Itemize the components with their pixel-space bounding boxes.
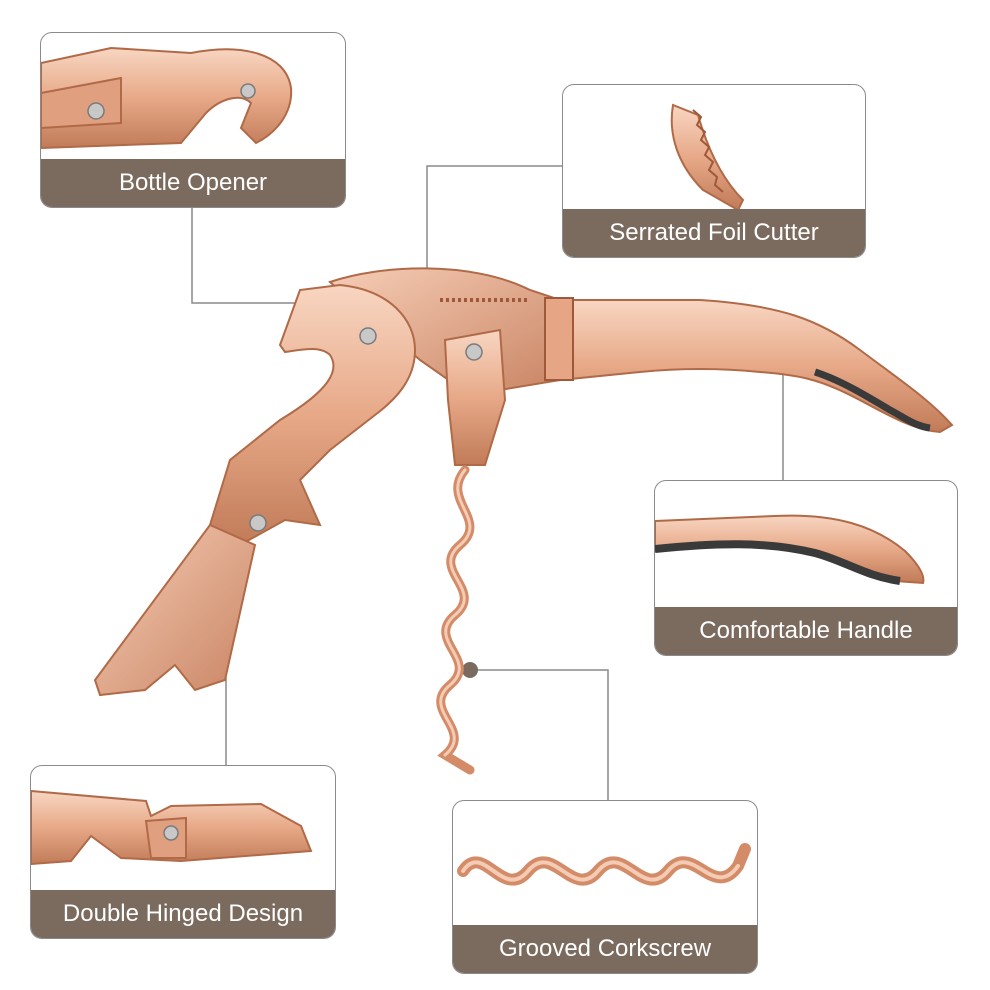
hinge-collar — [544, 297, 574, 381]
leader-corkscrew — [470, 669, 609, 800]
pivot-rivet-icon — [240, 83, 256, 99]
comfortable-handle-label: Comfortable Handle — [655, 607, 957, 655]
lever-head — [208, 283, 417, 547]
double-hinged-design-label: Double Hinged Design — [31, 890, 335, 938]
leader-bottle-opener — [191, 207, 330, 304]
foil-blade-holder — [443, 328, 507, 466]
grooved-corkscrew-label: Grooved Corkscrew — [453, 925, 757, 973]
callout-grooved-corkscrew: Grooved Corkscrew — [452, 800, 758, 974]
lower-arm — [93, 523, 257, 697]
callout-serrated-foil-cutter: Serrated Foil Cutter — [562, 84, 866, 258]
callout-comfortable-handle: Comfortable Handle — [654, 480, 958, 656]
pivot-rivet-icon — [249, 327, 483, 532]
pivot-rivet-icon — [163, 825, 179, 841]
bottle-opener-detail-image — [41, 46, 293, 150]
serrated-foil-cutter-label: Serrated Foil Cutter — [563, 209, 865, 257]
serrated-foil-cutter-detail-image — [670, 103, 745, 211]
leader-dot — [462, 662, 478, 678]
pivot-rivet-icon — [87, 102, 105, 120]
bottle-opener-label: Bottle Opener — [41, 159, 345, 207]
callout-double-hinged-design: Double Hinged Design — [30, 765, 336, 939]
handle-grip — [813, 368, 931, 432]
grooved-corkscrew-detail-image — [457, 843, 751, 886]
double-hinged-design-detail-image — [31, 789, 313, 866]
comfortable-handle-detail-image — [655, 514, 925, 585]
callout-bottle-opener: Bottle Opener — [40, 32, 346, 208]
leader-foil-cutter — [426, 165, 562, 280]
